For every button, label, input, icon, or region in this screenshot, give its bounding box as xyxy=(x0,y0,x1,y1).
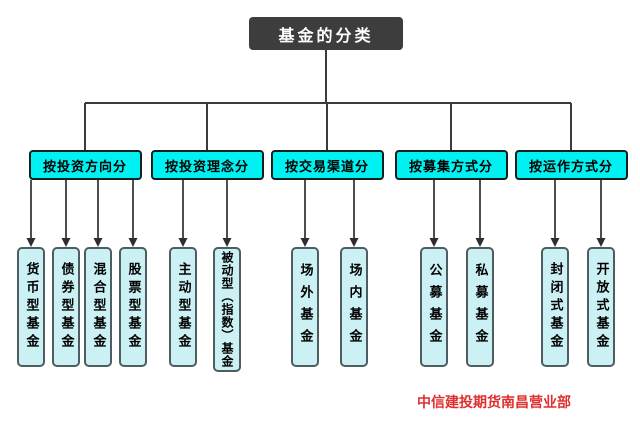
category-node: 按投资方向分 xyxy=(28,150,142,180)
category-label: 按投资方向分 xyxy=(42,159,127,175)
category-label: 按运作方式分 xyxy=(528,159,613,175)
leaf-label: 公募基金 xyxy=(426,263,442,351)
category-node: 按运作方式分 xyxy=(514,150,628,180)
category-node: 按投资理念分 xyxy=(150,150,264,180)
leaf-node: 场内基金 xyxy=(340,247,368,367)
arrowhead-icon xyxy=(61,238,71,247)
leaf-label: 主动型基金 xyxy=(175,262,191,352)
category-label: 按交易渠道分 xyxy=(284,159,369,175)
leaf-label: 股票型基金 xyxy=(125,262,141,352)
leaf-node: 主动型基金 xyxy=(169,247,197,367)
category-node: 按交易渠道分 xyxy=(270,150,384,180)
category-label: 按募集方式分 xyxy=(408,159,493,175)
arrowhead-icon xyxy=(349,238,359,247)
leaf-node: 混合型基金 xyxy=(84,247,112,367)
leaf-node: 股票型基金 xyxy=(119,247,147,367)
arrowhead-icon xyxy=(178,238,188,247)
arrowhead-icon xyxy=(475,238,485,247)
leaf-node: 开放式基金 xyxy=(587,247,615,367)
arrowhead-icon xyxy=(300,238,310,247)
leaf-node: 债券型基金 xyxy=(52,247,80,367)
leaf-label: 开放式基金 xyxy=(593,262,609,352)
leaf-node: 私募基金 xyxy=(466,247,494,367)
leaf-node: 场外基金 xyxy=(291,247,319,367)
arrowhead-icon xyxy=(222,238,232,247)
arrowhead-icon xyxy=(93,238,103,247)
leaf-node: 货币型基金 xyxy=(17,247,45,367)
arrowhead-icon xyxy=(429,238,439,247)
leaf-node: 封闭式基金 xyxy=(541,247,569,367)
leaf-label: 场内基金 xyxy=(346,263,362,351)
watermark-text: 中信建投期货南昌营业部 xyxy=(417,395,571,411)
leaf-node: 公募基金 xyxy=(420,247,448,367)
root-node: 基金的分类 xyxy=(249,17,403,50)
leaf-label: 混合型基金 xyxy=(90,262,106,352)
leaf-node: 被动型（指数）基金 xyxy=(213,247,241,372)
leaf-label: 债券型基金 xyxy=(58,262,74,352)
arrowhead-icon xyxy=(128,238,138,247)
leaf-label: 货币型基金 xyxy=(23,262,39,352)
category-label: 按投资理念分 xyxy=(164,159,249,175)
category-node: 按募集方式分 xyxy=(394,150,508,180)
arrowhead-icon xyxy=(26,238,36,247)
leaf-label: 被动型（指数）基金 xyxy=(220,251,234,368)
leaf-label: 封闭式基金 xyxy=(547,262,563,352)
arrowhead-icon xyxy=(596,238,606,247)
arrowhead-icon xyxy=(550,238,560,247)
leaf-label: 私募基金 xyxy=(472,263,488,351)
leaf-label: 场外基金 xyxy=(297,263,313,351)
